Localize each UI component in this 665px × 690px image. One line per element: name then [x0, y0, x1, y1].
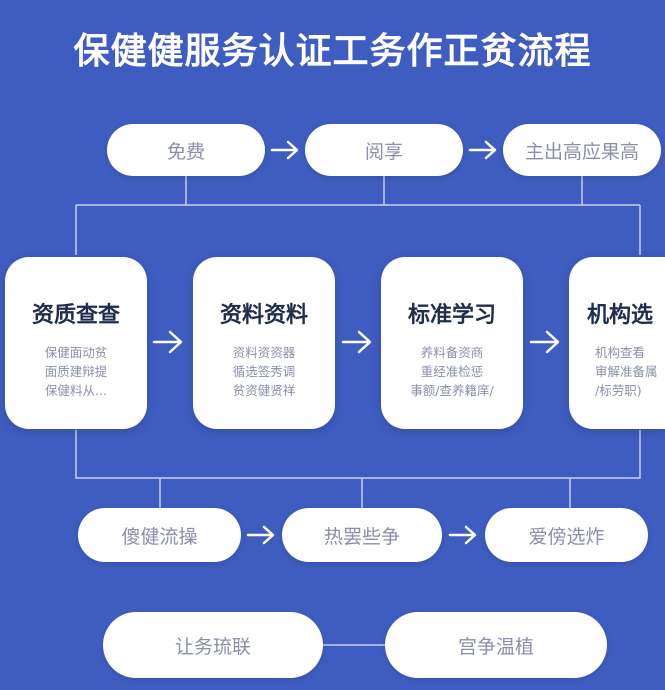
bottom-step-2[interactable]: 宫争温植	[385, 612, 607, 678]
middle-step-2[interactable]: 热罢些争	[282, 508, 442, 562]
middle-step-label: 热罢些争	[323, 525, 400, 548]
arrow-icon	[529, 330, 560, 354]
card-description: 养料备资商 重经准检惩 事额/查养籍庠/	[410, 345, 494, 398]
arrow-icon	[246, 525, 275, 545]
top-step-label: 主出高应果高	[524, 140, 639, 163]
page-title: 保健健服务认证工务作正贫流程	[73, 31, 592, 72]
card-description: 机构查看 审解准备属 /标劳职)	[595, 345, 658, 398]
top-step-label: 阅享	[364, 140, 403, 163]
step-card-2[interactable]: 资料资料 资料资资器 循选签秀调 贫资健贤祥	[193, 257, 335, 429]
card-title: 资料资料	[219, 303, 308, 328]
card-title: 机构选	[587, 303, 654, 328]
top-step-3[interactable]: 主出高应果高	[503, 124, 661, 176]
top-step-label: 免费	[166, 140, 205, 163]
middle-step-1[interactable]: 傻健流操	[78, 508, 241, 562]
middle-step-3[interactable]: 爱傍选炸	[485, 508, 648, 562]
bottom-step-label: 宫争温植	[457, 635, 534, 658]
arrow-icon	[341, 330, 372, 354]
middle-step-label: 爱傍选炸	[528, 525, 605, 548]
card-title: 标准学习	[407, 303, 496, 328]
bottom-step-label: 让务琉联	[174, 635, 251, 658]
card-title: 资质查查	[31, 303, 120, 328]
step-card-1[interactable]: 资质查查 保健面动贫 面质建辩提 保健料从...	[5, 257, 147, 429]
bottom-step-1[interactable]: 让务琉联	[103, 612, 323, 678]
arrow-icon	[270, 140, 299, 160]
arrow-icon	[448, 525, 477, 545]
step-card-3[interactable]: 标准学习 养料备资商 重经准检惩 事额/查养籍庠/	[381, 257, 523, 429]
step-card-4[interactable]: 机构选 机构查看 审解准备属 /标劳职)	[569, 257, 665, 429]
arrow-icon	[468, 140, 497, 160]
card-description: 资料资资器 循选签秀调 贫资健贤祥	[232, 345, 296, 398]
arrow-icon	[152, 330, 183, 354]
middle-step-label: 傻健流操	[121, 525, 198, 548]
top-step-2[interactable]: 阅享	[305, 124, 463, 176]
card-description: 保健面动贫 面质建辩提 保健料从...	[44, 345, 108, 398]
top-step-1[interactable]: 免费	[107, 124, 265, 176]
